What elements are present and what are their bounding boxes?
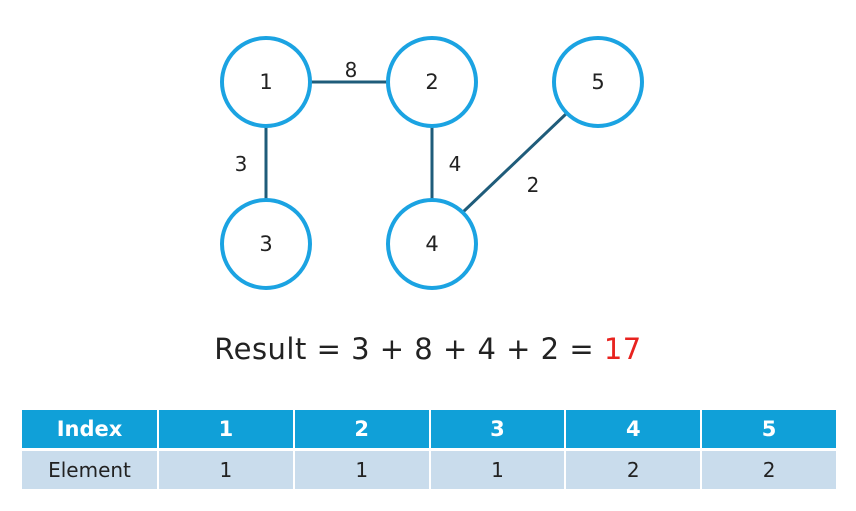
- union-find-table: Index 1 2 3 4 5 Element 1 1 1 2 2: [20, 410, 838, 489]
- node-label: 3: [259, 232, 272, 256]
- node-label: 5: [591, 70, 604, 94]
- edge-4-5: [461, 111, 569, 214]
- index-cell: 1: [159, 410, 293, 451]
- node-4: 4: [386, 198, 478, 290]
- node-circle: [552, 36, 644, 128]
- node-1: 1: [220, 36, 312, 128]
- result-expression: Result = 3 + 8 + 4 + 2 =: [214, 332, 604, 366]
- element-cell: 1: [159, 451, 293, 489]
- result-total: 17: [603, 332, 642, 366]
- result-equation: Result = 3 + 8 + 4 + 2 = 17: [0, 332, 856, 366]
- element-row: Element 1 1 1 2 2: [22, 451, 836, 489]
- element-cell: 2: [702, 451, 836, 489]
- index-cell: 4: [566, 410, 701, 451]
- element-header: Element: [22, 451, 157, 489]
- index-row: Index 1 2 3 4 5: [22, 410, 836, 451]
- edge-weight-label: 2: [527, 173, 540, 197]
- element-cell: 2: [566, 451, 701, 489]
- graph-diagram: 8 3 4 2 1 2 3 4 5: [220, 36, 644, 290]
- node-circle: [386, 198, 478, 290]
- node-circle: [220, 198, 312, 290]
- node-label: 1: [259, 70, 272, 94]
- node-2: 2: [386, 36, 478, 128]
- edge-weight-label: 3: [235, 152, 248, 176]
- edge-weight-label: 8: [345, 58, 358, 82]
- node-circle: [220, 36, 312, 128]
- node-label: 4: [425, 232, 438, 256]
- index-cell: 5: [702, 410, 836, 451]
- index-header: Index: [22, 410, 157, 451]
- node-5: 5: [552, 36, 644, 128]
- element-cell: 1: [430, 451, 565, 489]
- node-circle: [386, 36, 478, 128]
- node-3: 3: [220, 198, 312, 290]
- index-cell: 2: [294, 410, 429, 451]
- element-cell: 1: [294, 451, 429, 489]
- node-label: 2: [425, 70, 438, 94]
- index-cell: 3: [430, 410, 565, 451]
- edge-weight-label: 4: [449, 152, 462, 176]
